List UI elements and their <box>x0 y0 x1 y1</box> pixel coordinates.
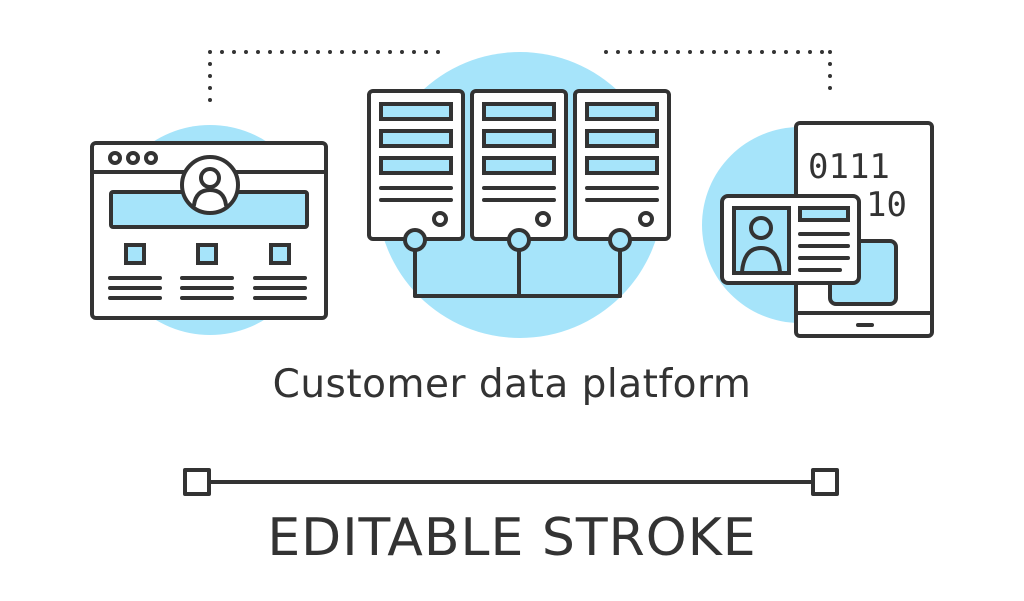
server-unit-1 <box>367 89 465 241</box>
stroke-handle-left <box>183 468 211 496</box>
editable-stroke-label: EDITABLE STROKE <box>267 508 757 568</box>
binary-code-row-1: 0111 <box>808 147 890 187</box>
dotted-connector-left <box>208 50 450 102</box>
page-title: Customer data platform <box>272 362 752 407</box>
stroke-handle-right <box>811 468 839 496</box>
dotted-connector-right <box>604 50 832 102</box>
id-card-icon <box>720 194 861 285</box>
user-avatar-icon <box>180 155 240 215</box>
server-rack-icon <box>367 89 671 298</box>
server-unit-2 <box>470 89 568 241</box>
binary-code-row-2: 10 <box>866 185 907 225</box>
browser-window-icon <box>90 141 328 320</box>
editable-stroke-indicator <box>183 468 839 496</box>
server-unit-3 <box>573 89 671 241</box>
